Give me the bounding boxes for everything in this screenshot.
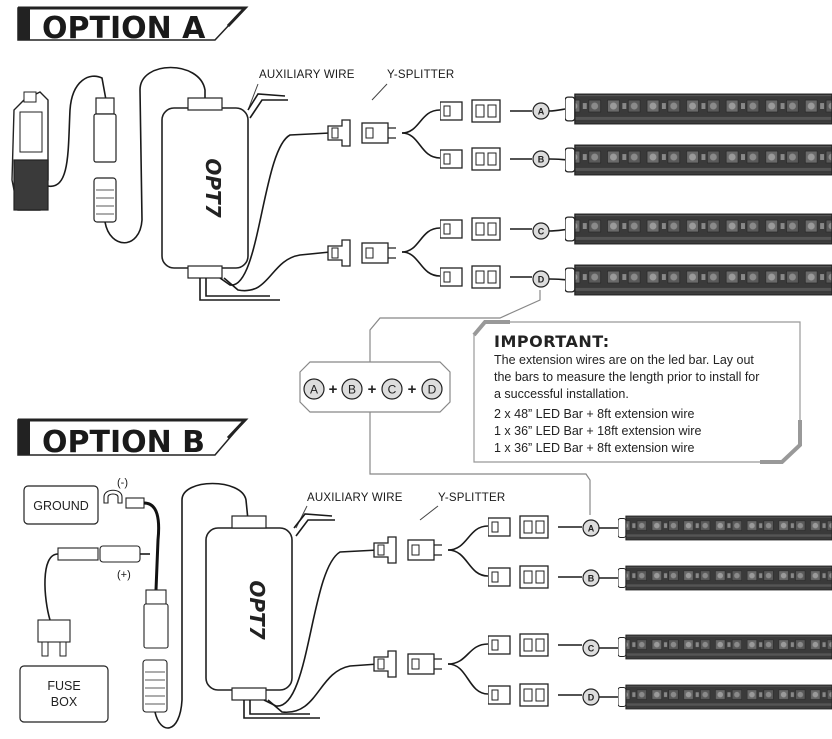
important-spec-1: 2 x 48” LED Bar + 8ft extension wire <box>494 407 694 421</box>
y-splitter-a3 <box>440 217 501 241</box>
round-connector <box>93 177 117 223</box>
connector-pair-a-top <box>327 119 397 147</box>
option-a-banner: OPTION A <box>17 6 249 46</box>
cigarette-plug <box>11 91 49 211</box>
ring-terminal <box>103 489 145 509</box>
y-splitter-a1 <box>440 99 501 123</box>
controller-box-a: OPT7 <box>161 97 249 279</box>
important-line-3: a successful installation. <box>494 387 629 401</box>
important-spec-3: 1 x 36” LED Bar + 8ft extension wire <box>494 441 694 455</box>
led-bar-b4 <box>618 684 832 710</box>
connector-pair-a-bottom <box>327 239 397 267</box>
led-bar-b3 <box>618 634 832 660</box>
y-splitter-b3 <box>488 633 549 657</box>
controller-box-b: OPT7 <box>205 515 293 701</box>
y-splitter-b1 <box>488 515 549 539</box>
svg-text:A: A <box>588 524 595 534</box>
option-a-section: OPTION A OPT7 AUXILIARY WIRE <box>11 6 832 301</box>
positive-label: (+) <box>117 569 131 581</box>
important-title: IMPORTANT: <box>494 332 610 351</box>
port-a-a: A <box>510 102 576 120</box>
svg-text:B: B <box>588 574 595 584</box>
port-b-d: D <box>558 688 628 706</box>
led-bar-a2 <box>565 144 832 176</box>
port-b-c: C <box>558 639 628 657</box>
ground-label: GROUND <box>33 499 89 513</box>
fuse-holder <box>57 545 150 563</box>
connector-pair-b-bottom <box>373 650 443 678</box>
combo-plus-3: + <box>408 381 417 398</box>
port-b-b: B <box>558 569 628 587</box>
combo-item-b: B <box>348 383 356 397</box>
option-a-title: OPTION A <box>42 11 206 46</box>
led-bar-a4 <box>565 264 832 296</box>
led-bar-b2 <box>618 565 832 591</box>
combo-item-a: A <box>310 383 318 397</box>
combo-plus-1: + <box>329 381 338 398</box>
led-bar-a3 <box>565 213 832 245</box>
y-splitter-label-a: Y-SPLITTER <box>387 69 454 81</box>
led-bar-b1 <box>618 515 832 541</box>
option-b-title: OPTION B <box>42 425 205 460</box>
dc-jack-top <box>93 97 117 163</box>
combo-group: A + B + C + D <box>299 290 591 515</box>
option-b-section: OPTION B GROUND (-) (+) FUSE BOX <box>17 418 832 729</box>
negative-label: (-) <box>117 477 128 489</box>
option-b-banner: OPTION B <box>17 418 249 460</box>
svg-text:B: B <box>538 155 545 165</box>
led-bar-a1 <box>565 93 832 125</box>
controller-logo-a: OPT7 <box>201 158 225 217</box>
port-a-c: C <box>510 222 576 240</box>
y-splitter-b4 <box>488 683 549 707</box>
svg-text:D: D <box>588 693 595 703</box>
fuse-box-label-1: FUSE <box>47 679 80 693</box>
connector-pair-b-top <box>373 536 443 564</box>
important-line-2: the bars to measure the length prior to … <box>494 370 759 384</box>
y-splitter-a4 <box>440 265 501 289</box>
important-line-1: The extension wires are on the led bar. … <box>494 353 754 367</box>
important-spec-2: 1 x 36” LED Bar + 18ft extension wire <box>494 424 701 438</box>
combo-item-c: C <box>388 383 397 397</box>
y-splitter-a2 <box>440 147 501 171</box>
controller-logo-b: OPT7 <box>245 580 269 639</box>
important-box: IMPORTANT: The extension wires are on th… <box>472 320 802 464</box>
blade-fuse <box>37 619 71 657</box>
combo-plus-2: + <box>368 381 377 398</box>
auxiliary-wire-label-b: AUXILIARY WIRE <box>307 492 403 504</box>
dc-jack-b <box>143 589 169 649</box>
fuse-box-label-2: BOX <box>51 695 78 709</box>
y-splitter-b2 <box>488 565 549 589</box>
auxiliary-wire-label-a: AUXILIARY WIRE <box>259 69 355 81</box>
y-splitter-label-b: Y-SPLITTER <box>438 492 505 504</box>
ground-box: GROUND <box>23 485 99 525</box>
fuse-box: FUSE BOX <box>19 665 109 723</box>
combo-item-d: D <box>428 383 437 397</box>
round-connector-b <box>142 659 168 713</box>
svg-text:A: A <box>538 107 545 117</box>
port-b-a: A <box>558 519 628 537</box>
svg-text:C: C <box>588 644 595 654</box>
svg-text:D: D <box>538 275 545 285</box>
svg-text:C: C <box>538 227 545 237</box>
